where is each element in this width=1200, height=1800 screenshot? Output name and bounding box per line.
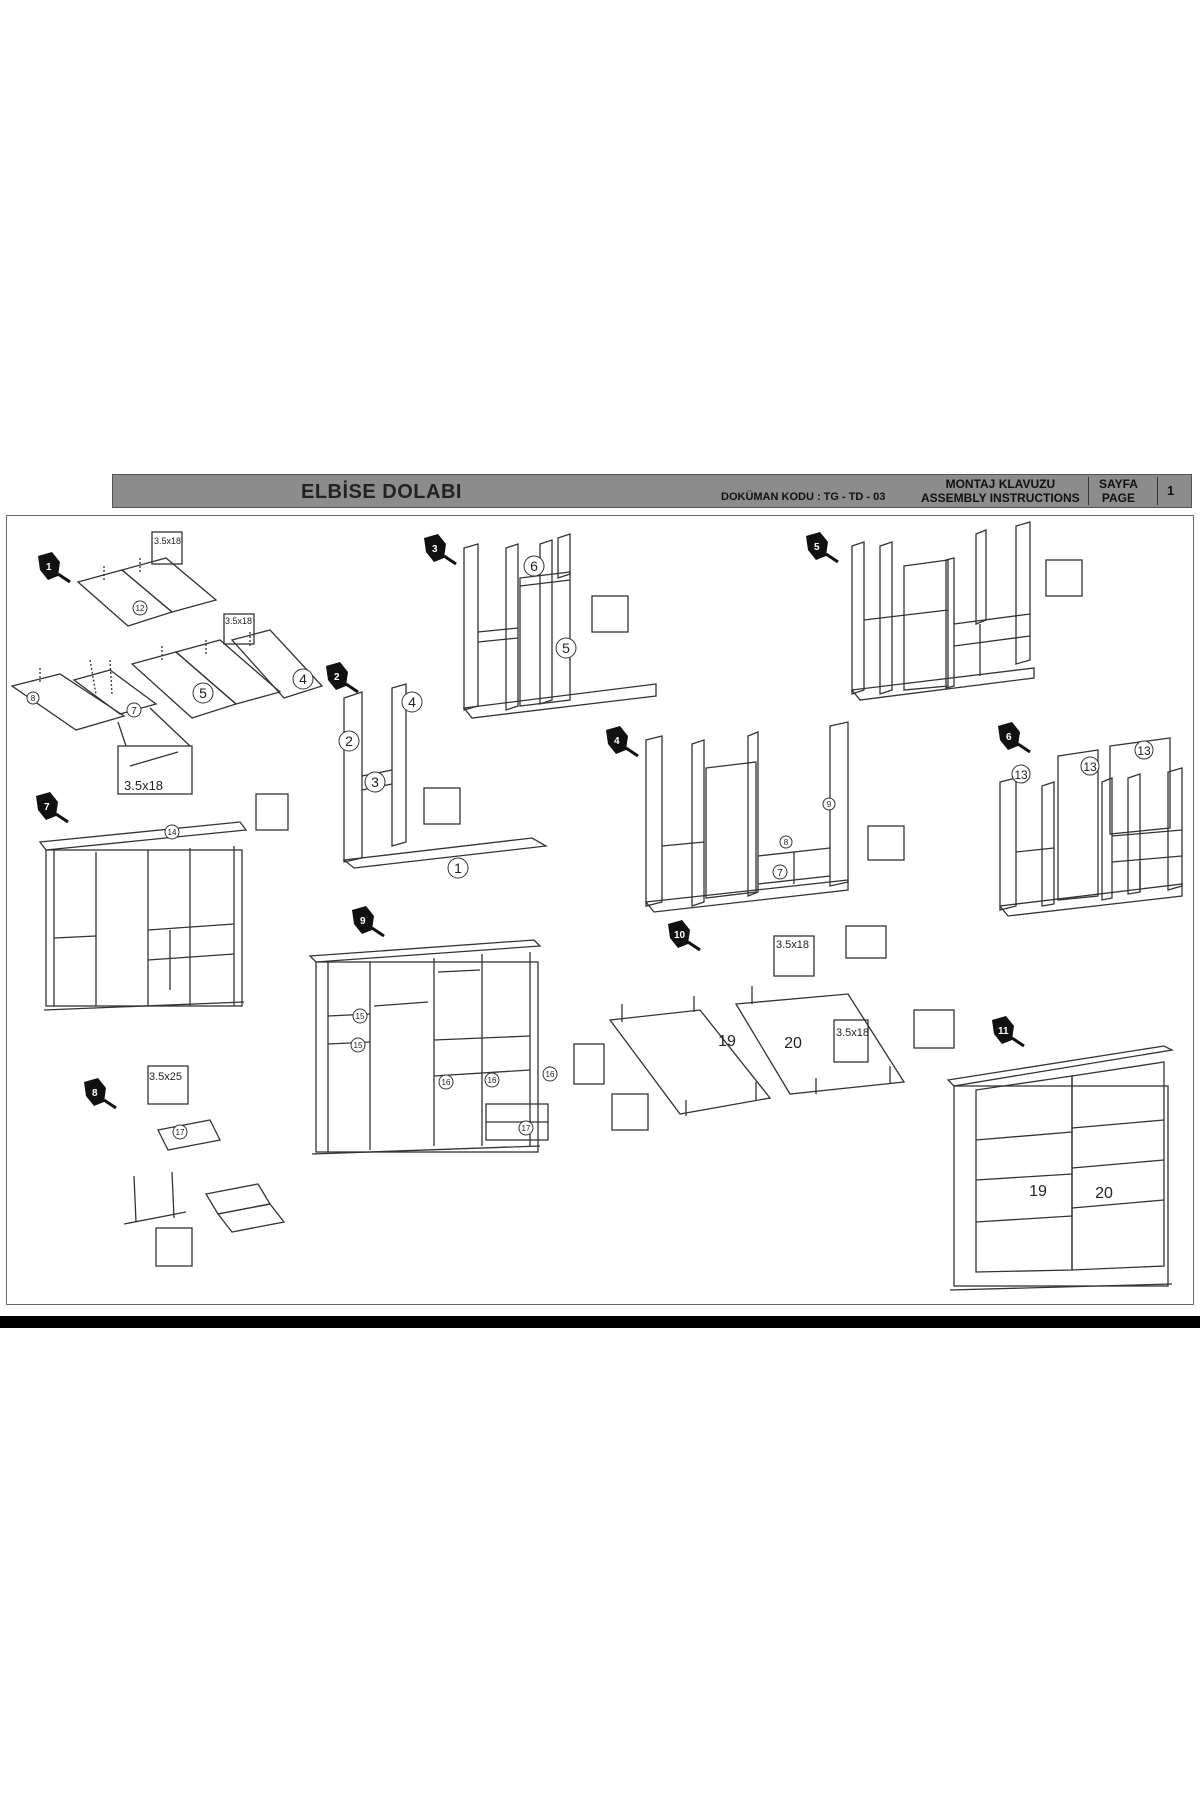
screw-label: 3.5x18 [836, 1027, 869, 1039]
part-number: 17 [522, 1124, 531, 1133]
hand-icon: 1 [36, 550, 72, 584]
part-number: 4 [299, 671, 307, 687]
step-number: 8 [92, 1088, 98, 1099]
part-numbers: 1 2 3 4 4 5 5 6 7 7 8 8 9 12 13 13 13 14… [26, 555, 1154, 1202]
hand-icon: 10 [666, 918, 702, 952]
part-number: 1 [454, 860, 462, 876]
bottom-bar [0, 1316, 1200, 1328]
hand-icon: 3 [422, 532, 458, 566]
step-5-illustration [850, 521, 1083, 701]
page-label: SAYFA PAGE [1099, 477, 1138, 505]
hand-icon: 6 [996, 720, 1032, 754]
part-number: 13 [1083, 760, 1097, 774]
part-number: 8 [31, 694, 36, 703]
page-label-tr: SAYFA [1099, 477, 1138, 491]
step-number: 7 [44, 802, 50, 813]
step-8-illustration [123, 1065, 286, 1267]
part-number: 9 [827, 800, 832, 809]
part-number: 5 [562, 640, 570, 656]
screw-label: 3.5x18 [225, 616, 252, 626]
part-number: 15 [354, 1041, 363, 1050]
part-number: 7 [131, 706, 137, 717]
screw-label: 3.5x18 [124, 778, 163, 793]
part-number: 19 [1029, 1183, 1047, 1200]
document-title: ELBİSE DOLABI [301, 481, 462, 503]
part-number: 4 [408, 694, 416, 710]
page-number: 1 [1167, 483, 1175, 498]
hand-icon: 2 [324, 660, 360, 694]
document-code: DOKÜMAN KODU : TG - TD - 03 [721, 491, 886, 503]
step-3-illustration [462, 533, 657, 719]
hand-icon: 4 [604, 724, 640, 758]
screw-label: 3.5x18 [154, 536, 181, 546]
hand-icon: 8 [82, 1076, 118, 1110]
guide-label: MONTAJ KLAVUZU ASSEMBLY INSTRUCTIONS [921, 477, 1080, 505]
step-6-illustration [998, 737, 1183, 917]
step-number: 5 [814, 542, 820, 553]
part-number: 14 [168, 828, 177, 837]
part-number: 16 [546, 1070, 555, 1079]
part-number: 15 [356, 1012, 365, 1021]
part-number: 2 [345, 733, 353, 749]
instruction-frame [6, 515, 1194, 1305]
step-number: 9 [360, 916, 366, 927]
step-number: 11 [998, 1026, 1009, 1037]
step-1-illustration [10, 531, 324, 795]
step-number: 10 [674, 930, 686, 941]
step-7-illustration [38, 793, 289, 1011]
hand-icon: 5 [804, 530, 840, 564]
hand-icon: 11 [990, 1014, 1026, 1048]
step-number: 3 [432, 544, 438, 555]
step-number: 1 [46, 562, 52, 573]
screw-labels: 3.5x18 3.5x18 3.5x18 3.5x25 3.5x18 3.5x1… [124, 536, 869, 1083]
step-4-illustration [644, 721, 905, 913]
step-10-illustration [573, 925, 955, 1131]
part-number: 16 [488, 1076, 497, 1085]
part-number: 13 [1014, 768, 1028, 782]
step-number: 2 [334, 672, 340, 683]
header-separator [1157, 477, 1158, 505]
part-number: 7 [777, 868, 783, 879]
screw-label: 3.5x25 [149, 1071, 182, 1083]
part-number: 8 [784, 838, 789, 847]
part-number: 13 [1137, 744, 1151, 758]
part-number: 19 [718, 1033, 736, 1050]
guide-label-tr: MONTAJ KLAVUZU [945, 477, 1056, 491]
hand-icon: 7 [34, 790, 70, 824]
header-bar: ELBİSE DOLABI DOKÜMAN KODU : TG - TD - 0… [112, 474, 1192, 508]
step-markers: 1 2 3 4 5 6 7 8 9 10 11 [34, 530, 1032, 1110]
page-label-en: PAGE [1101, 491, 1136, 505]
part-number: 20 [784, 1035, 802, 1052]
part-number: 6 [530, 558, 538, 574]
part-number: 3 [371, 774, 379, 790]
screw-label: 3.5x18 [776, 939, 809, 951]
hand-icon: 9 [350, 904, 386, 938]
step-9-illustration [308, 939, 549, 1155]
step-11-illustration [946, 1045, 1175, 1291]
header-separator [1088, 477, 1089, 505]
part-number: 17 [176, 1128, 185, 1137]
part-number: 20 [1095, 1185, 1113, 1202]
part-number: 5 [199, 685, 207, 701]
guide-label-en: ASSEMBLY INSTRUCTIONS [921, 491, 1080, 505]
step-number: 6 [1006, 732, 1012, 743]
step-number: 4 [614, 736, 620, 747]
part-number: 12 [136, 604, 145, 613]
part-number: 16 [442, 1078, 451, 1087]
